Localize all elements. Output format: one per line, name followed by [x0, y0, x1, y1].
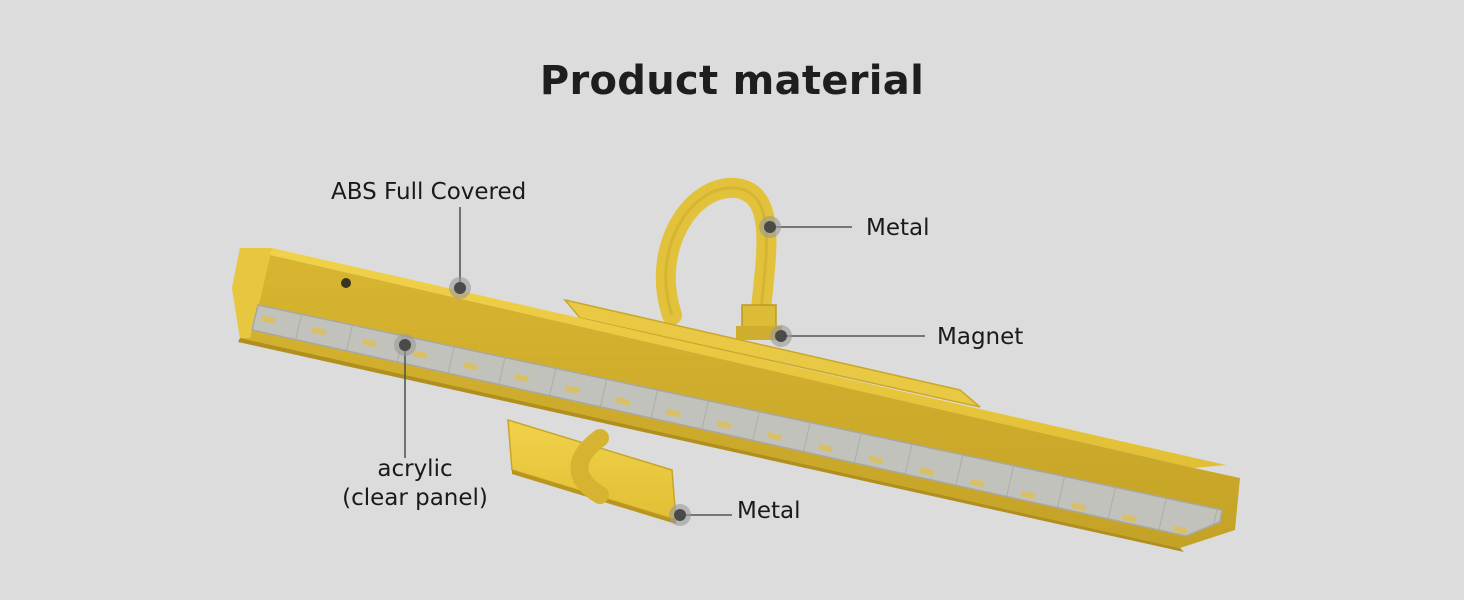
callout-label-acrylic-line2: (clear panel)	[342, 484, 488, 511]
callout-label-acrylic-line1: acrylic	[377, 456, 453, 482]
callout-label-abs: ABS Full Covered	[331, 179, 527, 205]
lamp-end-cap	[232, 248, 272, 338]
callout-label-metal-bottom: Metal	[737, 498, 801, 524]
lamp-bar-top	[240, 248, 1226, 468]
callout-label-magnet: Magnet	[937, 324, 1024, 350]
callout-lines	[404, 207, 925, 516]
callout-label-acrylic: acrylic (clear panel)	[320, 455, 510, 513]
bar-hole	[341, 278, 351, 288]
bar-top-plate	[563, 298, 981, 408]
upper-arc-arm	[655, 177, 777, 330]
lower-arm	[570, 429, 609, 504]
callout-label-metal-top: Metal	[866, 215, 930, 241]
callout-dots	[394, 216, 792, 526]
page-title: Product material	[539, 58, 925, 104]
acrylic-panel	[251, 304, 1223, 537]
